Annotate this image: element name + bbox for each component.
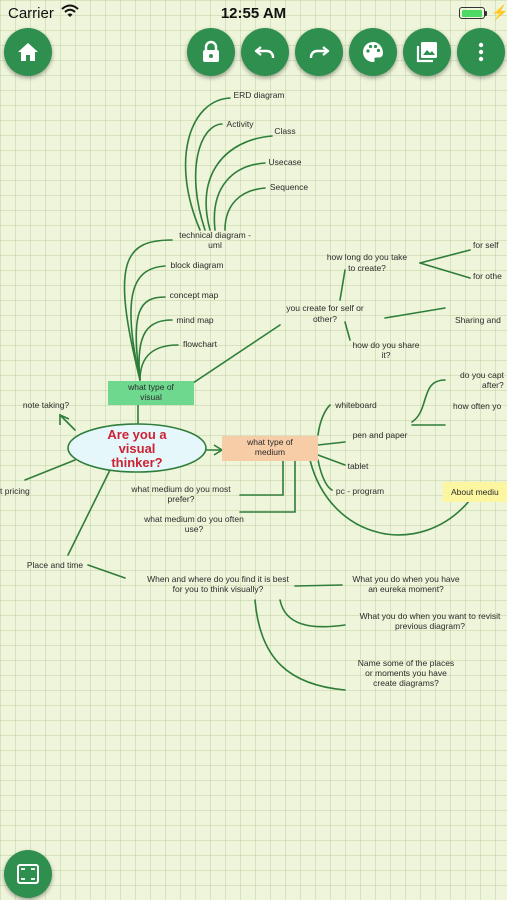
lock-button[interactable] [187, 28, 235, 76]
link-placetime [67, 469, 111, 556]
link-class [205, 135, 273, 231]
node-placetime[interactable]: Place and time [27, 560, 83, 570]
node-mind[interactable]: mind map [176, 315, 214, 325]
link-block [130, 265, 166, 381]
link-penpaper [317, 441, 346, 446]
node-pc[interactable]: pc - program [336, 486, 384, 496]
node-sharing[interactable]: Sharing and [455, 315, 501, 325]
node-medium-box[interactable] [222, 436, 318, 461]
palette-icon [363, 42, 383, 62]
link-forother [419, 262, 471, 279]
link-usecase [213, 162, 266, 231]
link-create [192, 324, 281, 384]
mindmap-links [24, 97, 471, 691]
more-button[interactable] [457, 28, 505, 76]
node-activity[interactable]: Activity [227, 119, 255, 129]
home-icon [18, 43, 38, 61]
wifi-icon [61, 4, 79, 23]
link-mind [138, 319, 173, 381]
undo-button[interactable] [241, 28, 289, 76]
node-sequence[interactable]: Sequence [270, 182, 309, 192]
link-tablet [317, 454, 346, 466]
link-revisit [279, 599, 346, 628]
link-places [254, 599, 346, 691]
link-pc [317, 459, 333, 491]
link-whenwhere [87, 564, 126, 579]
link-pricing [24, 459, 76, 481]
node-concept[interactable]: concept map [170, 290, 219, 300]
node-usecase[interactable]: Usecase [268, 157, 301, 167]
status-bar: Carrier 12:55 AM ⚡ [0, 0, 507, 28]
node-block[interactable]: block diagram [171, 260, 224, 270]
node-about: About mediu [451, 487, 499, 497]
home-button[interactable] [4, 28, 52, 76]
link-sharing [384, 307, 446, 319]
link-about [309, 459, 471, 536]
link-notetaking [59, 414, 76, 431]
link-oftenuse [239, 459, 296, 513]
redo-icon [309, 46, 330, 58]
link-sequence [224, 187, 266, 231]
battery-tip [485, 11, 487, 16]
link-concept [135, 296, 166, 381]
lock-icon [203, 40, 219, 62]
node-class[interactable]: Class [274, 126, 295, 136]
node-about-box[interactable] [443, 482, 507, 502]
node-pricing[interactable]: t pricing [0, 486, 30, 496]
carrier-label: Carrier [8, 5, 54, 22]
link-flow [139, 344, 179, 381]
node-tablet[interactable]: tablet [348, 461, 369, 471]
link-whiteboard [317, 404, 331, 436]
node-notetaking[interactable]: note taking? [23, 400, 70, 410]
node-whiteboard[interactable]: whiteboard [334, 400, 377, 410]
node-technical[interactable]: technical diagram -uml [179, 230, 251, 250]
link-eureka [294, 584, 343, 587]
node-visual-box[interactable] [108, 381, 194, 405]
undo-icon [254, 46, 275, 58]
node-erd[interactable]: ERD diagram [233, 90, 284, 100]
charging-icon: ⚡ [491, 4, 507, 20]
link-forself [419, 249, 471, 264]
node-howoften[interactable]: how often yo [453, 401, 501, 411]
node-forself[interactable]: for self [473, 240, 499, 250]
link-penpaper-capture [411, 379, 446, 423]
fit-screen-button[interactable] [4, 850, 52, 898]
gallery-icon [416, 42, 437, 63]
node-forother[interactable]: for othe [473, 271, 502, 281]
link-technical [123, 239, 173, 381]
link-erd [184, 97, 231, 231]
node-flow[interactable]: flowchart [183, 339, 218, 349]
battery-icon [459, 7, 485, 19]
gallery-button[interactable] [403, 28, 451, 76]
link-activity [194, 123, 223, 231]
clock: 12:55 AM [220, 5, 287, 22]
link-howlong [339, 269, 346, 301]
node-penpaper[interactable]: pen and paper [353, 430, 408, 440]
fit-screen-icon [17, 864, 39, 884]
link-mostprefer [239, 459, 284, 496]
redo-button[interactable] [295, 28, 343, 76]
link-howshare [344, 321, 351, 341]
theme-button[interactable] [349, 28, 397, 76]
more-vertical-icon [478, 42, 484, 62]
root-node[interactable] [67, 423, 207, 473]
